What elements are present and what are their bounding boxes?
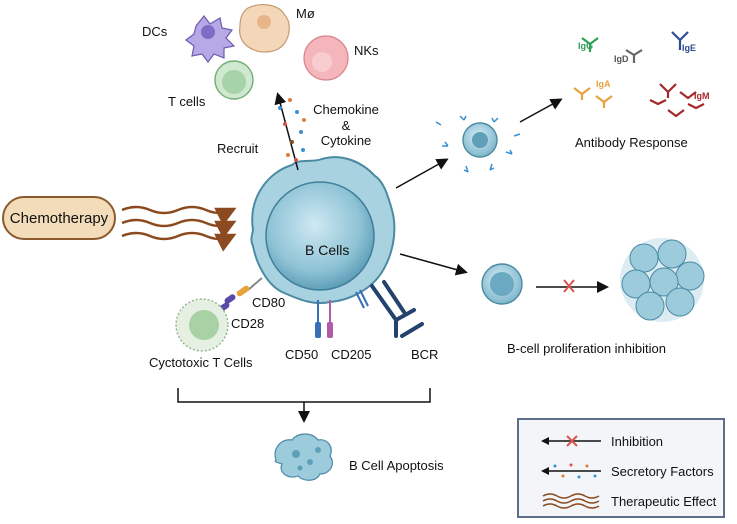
chemotherapy-label: Chemotherapy xyxy=(9,209,109,227)
dcs-label: DCs xyxy=(142,24,168,39)
legend-therapeutic-label: Therapeutic Effect xyxy=(611,494,717,509)
chemotherapy-box: Chemotherapy xyxy=(2,196,116,240)
chemokine-label-2: & xyxy=(341,118,351,133)
legend-row-secretory: Secretory Factors xyxy=(519,460,723,482)
nk-cell xyxy=(303,35,349,81)
macrophage-label: Mø xyxy=(296,6,315,21)
antibody-igd xyxy=(625,49,643,63)
b-cell-cluster xyxy=(620,238,705,322)
cd205-label: CD205 xyxy=(331,347,372,362)
dc-cell xyxy=(185,15,236,63)
therapeutic-arrows xyxy=(121,205,237,252)
proliferation-inhibition-arrow xyxy=(536,279,609,293)
apoptosis-label: B Cell Apoptosis xyxy=(349,458,444,473)
cd205-receptor xyxy=(327,300,333,338)
legend-secretory-label: Secretory Factors xyxy=(611,464,714,479)
recruit-label: Recruit xyxy=(217,141,259,156)
t-cells-label: T cells xyxy=(168,94,206,109)
antibody-iga xyxy=(573,87,613,108)
nks-label: NKs xyxy=(354,43,379,58)
bcr-receptor xyxy=(370,280,424,338)
antibody-response-label: Antibody Response xyxy=(575,135,688,150)
apoptotic-cell xyxy=(274,433,333,481)
macrophage-cell xyxy=(239,4,290,53)
legend-inhibition-label: Inhibition xyxy=(611,434,664,449)
arrow-to-proliferation xyxy=(399,253,468,276)
bcr-label: BCR xyxy=(411,347,439,362)
small-receptor xyxy=(355,289,369,309)
secretory-symbol xyxy=(541,463,601,479)
cytotoxic-t-cell xyxy=(175,298,229,352)
antibody-igg xyxy=(581,37,599,52)
chemokine-label-1: Chemokine xyxy=(313,102,379,117)
antibody-igm xyxy=(649,83,705,118)
iga-label: IgA xyxy=(596,79,611,89)
arrow-to-plasma xyxy=(395,158,449,189)
inhibition-symbol xyxy=(541,435,601,447)
cd80-receptor xyxy=(236,277,263,297)
igd-label: IgD xyxy=(614,54,629,64)
plasma-cell xyxy=(435,115,521,173)
b-cell-main xyxy=(250,156,396,304)
antibody-ige xyxy=(671,31,689,50)
cd50-receptor xyxy=(315,300,321,338)
ige-label: IgE xyxy=(682,43,697,53)
single-b-cell xyxy=(481,263,523,305)
chemokine-label-3: Cytokine xyxy=(320,133,372,148)
legend: Inhibition Secretory Factors Therapeutic… xyxy=(517,418,725,518)
cd50-label: CD50 xyxy=(285,347,319,362)
chemokine-dots xyxy=(278,98,306,162)
igg-label: IgG xyxy=(578,41,593,51)
cd28-label: CD28 xyxy=(231,316,265,331)
legend-row-therapeutic: Therapeutic Effect xyxy=(519,490,723,512)
arrow-to-antibodies xyxy=(519,98,563,123)
t-cell-top xyxy=(214,60,254,100)
proliferation-label: B-cell proliferation inhibition xyxy=(507,341,666,356)
legend-row-inhibition: Inhibition xyxy=(519,430,723,452)
igm-label: IgM xyxy=(694,91,710,101)
apoptosis-bracket xyxy=(177,388,431,423)
cd80-label: CD80 xyxy=(252,295,286,310)
therapeutic-symbol xyxy=(542,493,600,509)
cytotoxic-t-label: Cyctotoxic T Cells xyxy=(149,355,253,370)
b-cells-label: B Cells xyxy=(305,242,350,258)
